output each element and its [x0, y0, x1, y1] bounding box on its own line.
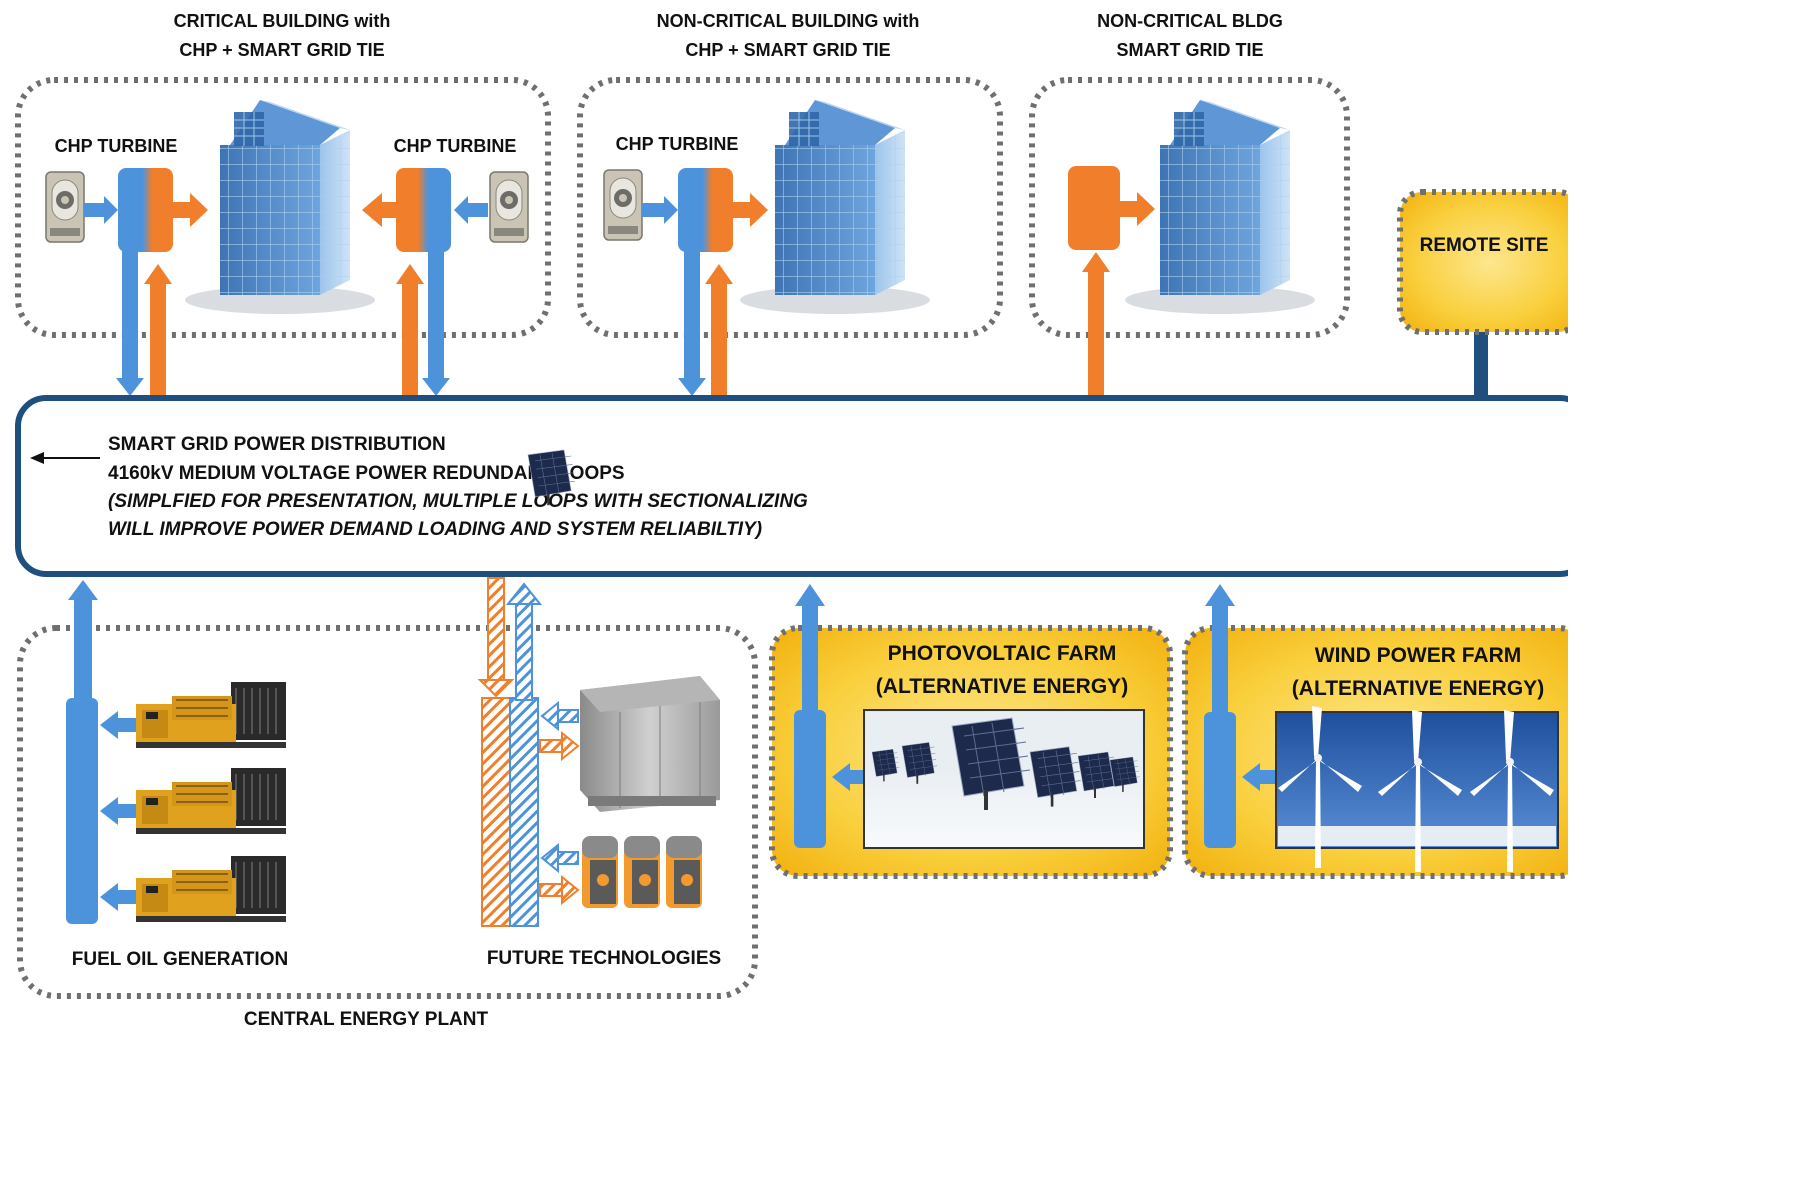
grid-line-4: WILL IMPROVE POWER DEMAND LOADING AND SY… [108, 519, 762, 540]
top-flow-arrows [84, 192, 1155, 227]
solar-farm-photo [527, 449, 1145, 849]
noncritical-chp-title-2: CHP + SMART GRID TIE [685, 40, 890, 60]
remote-site-label: REMOTE SITE [1420, 235, 1549, 256]
chiller-unit-icon [580, 676, 720, 812]
fuel-bus [66, 698, 98, 924]
top-vertical-connectors [116, 250, 1494, 398]
left-arrow-icon [30, 452, 100, 464]
chp-turbine-label-left: CHP TURBINE [55, 136, 178, 156]
critical-title-1: CRITICAL BUILDING with [174, 11, 391, 31]
grid-line-2: 4160kV MEDIUM VOLTAGE POWER REDUNDANT LO… [108, 463, 625, 484]
grid-line-3: (SIMPLFIED FOR PRESENTATION, MULTIPLE LO… [108, 491, 808, 512]
smart-grid-bar [15, 395, 1568, 577]
chp-turbine-label-noncritical: CHP TURBINE [616, 134, 739, 154]
noncritical-chp-title-1: NON-CRITICAL BUILDING with [657, 11, 920, 31]
future-tech-bus [477, 577, 580, 927]
grid-line-1: SMART GRID POWER DISTRIBUTION [108, 434, 446, 455]
chp-unit-left [118, 168, 173, 252]
remote-site-box [1397, 189, 1568, 335]
central-plant-group [17, 625, 758, 999]
wind-title-1: WIND POWER FARM [1315, 644, 1521, 667]
grid-tie-unit [1068, 166, 1120, 250]
generator-icon-2 [135, 767, 287, 835]
critical-title-2: CHP + SMART GRID TIE [179, 40, 384, 60]
fuel-oil-label: FUEL OIL GENERATION [72, 949, 288, 970]
critical-building-group [15, 77, 551, 338]
future-tech-label: FUTURE TECHNOLOGIES [487, 948, 721, 969]
fuel-cell-icon-2 [624, 836, 660, 908]
noncritical-bldg-title-1: NON-CRITICAL BLDG [1097, 11, 1283, 31]
energy-diagram: CRITICAL BUILDING with CHP + SMART GRID … [15, 11, 1568, 1030]
turbine-icon-left [45, 171, 85, 243]
noncritical-chp-building-icon [739, 99, 931, 315]
wind-farm-photo [1275, 706, 1559, 872]
noncritical-building-icon [1124, 99, 1316, 315]
generator-icon-3 [135, 855, 287, 923]
chp-unit-right [396, 168, 451, 252]
chp-turbine-label-right: CHP TURBINE [394, 136, 517, 156]
noncritical-bldg-group [1029, 77, 1350, 338]
wind-title-2: (ALTERNATIVE ENERGY) [1292, 677, 1544, 700]
generator-arrows [100, 711, 138, 911]
pv-title-1: PHOTOVOLTAIC FARM [888, 642, 1117, 665]
central-plant-label: CENTRAL ENERGY PLANT [244, 1009, 489, 1030]
fuel-cell-icon-1 [582, 836, 618, 908]
critical-building-icon [184, 99, 376, 315]
noncritical-bldg-title-2: SMART GRID TIE [1117, 40, 1264, 60]
wind-bus [1204, 712, 1236, 848]
fuel-cell-icon-3 [666, 836, 702, 908]
turbine-icon-right [489, 171, 529, 243]
noncritical-chp-group [577, 77, 1003, 338]
pv-title-2: (ALTERNATIVE ENERGY) [876, 675, 1128, 698]
chp-unit-noncritical [678, 168, 733, 252]
generator-icon-1 [135, 681, 287, 749]
pv-bus [794, 710, 826, 848]
turbine-icon-noncritical [603, 169, 643, 241]
